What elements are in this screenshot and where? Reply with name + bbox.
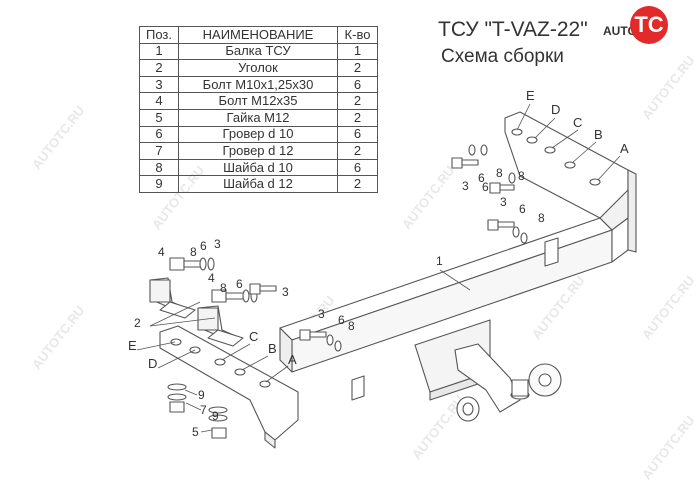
- callout-nut: 5: [192, 425, 199, 439]
- bolt-m10-set: [489, 172, 516, 194]
- plate-hole: [170, 338, 182, 346]
- callout-bolt-m10: 3: [318, 307, 325, 321]
- plate-hole: [589, 178, 601, 186]
- callout-grover10: 6: [338, 313, 345, 327]
- callout-bolt-m12: 4: [158, 245, 165, 259]
- callout-grover10: 6: [200, 239, 207, 253]
- callout-washer10: 8: [518, 169, 525, 183]
- beam-tab: [351, 375, 365, 401]
- bolt-m10-set: [299, 329, 342, 352]
- callout-hole-b: B: [594, 127, 603, 142]
- callout-washer10: 8: [190, 245, 197, 259]
- callout-bolt-m10: 3: [282, 285, 289, 299]
- callout-grover10: 6: [482, 180, 489, 194]
- header-no: Поз.: [139, 26, 179, 44]
- callout-hole-a: A: [288, 352, 297, 367]
- plate-hole: [511, 128, 523, 136]
- plate-hole: [544, 146, 556, 154]
- bolt-m10-set: [451, 144, 488, 169]
- callout-washer10: 8: [538, 211, 545, 225]
- callout-washer10: 8: [496, 166, 503, 180]
- cell-name: Уголок: [178, 59, 338, 77]
- callout-hole-e: E: [128, 338, 137, 353]
- callout-grover10: 6: [478, 171, 485, 185]
- right-mounting-plate: [504, 111, 637, 263]
- plate-hole: [214, 358, 226, 366]
- cell-qty: 2: [337, 142, 378, 160]
- bolt-m12-set: [169, 257, 215, 271]
- callout-grover10: 6: [236, 277, 243, 291]
- plate-hole: [259, 380, 271, 388]
- beam-tab: [544, 237, 559, 267]
- callout-hole-e: E: [526, 88, 535, 103]
- cell-name: Гровер d 12: [178, 142, 338, 160]
- callout-bolt-m12: 4: [208, 271, 215, 285]
- left-mounting-plate: [159, 325, 299, 449]
- callout-beam: 1: [436, 254, 443, 268]
- tow-ball-assembly: [414, 319, 562, 422]
- plate-hole: [564, 161, 576, 169]
- callout-grover12: 7: [200, 403, 207, 417]
- callout-hole-c: C: [249, 329, 258, 344]
- plate-hole: [234, 368, 246, 376]
- callout-hole-d: D: [551, 102, 560, 117]
- callout-hole-d: D: [148, 356, 157, 371]
- callout-washer10: 8: [220, 281, 227, 295]
- callout-bolt-m10: 3: [500, 195, 507, 209]
- bolt-m10-set: [249, 283, 277, 295]
- callout-washer12: 9: [212, 409, 219, 423]
- callout-bolt-m10: 3: [462, 179, 469, 193]
- cell-qty: 2: [337, 175, 378, 193]
- callout-hole-c: C: [573, 115, 582, 130]
- bolt-m10-set: [487, 219, 528, 244]
- angle-bracket: [197, 305, 244, 347]
- angle-bracket: [149, 277, 196, 319]
- callout-bracket: 2: [134, 316, 141, 330]
- callout-hole-b: B: [268, 341, 277, 356]
- nut-washer-stack: [167, 383, 228, 439]
- callout-bolt-m10: 3: [214, 237, 221, 251]
- plate-hole: [526, 136, 538, 144]
- logo-text: AUTO: [603, 24, 637, 38]
- callout-washer10: 8: [348, 319, 355, 333]
- logo: TC: [630, 6, 668, 44]
- callout-hole-a: A: [620, 141, 629, 156]
- parts-table-header-row: Поз. НАИМЕНОВАНИЕ К-во: [139, 26, 378, 44]
- diagram-title: ТСУ "T-VAZ-22": [438, 18, 588, 41]
- cell-name: Болт М10х1,25х30: [178, 75, 338, 94]
- callout-washer12: 9: [198, 388, 205, 402]
- callout-grover10: 6: [519, 202, 526, 216]
- diagram-subtitle: Схема сборки: [441, 46, 564, 67]
